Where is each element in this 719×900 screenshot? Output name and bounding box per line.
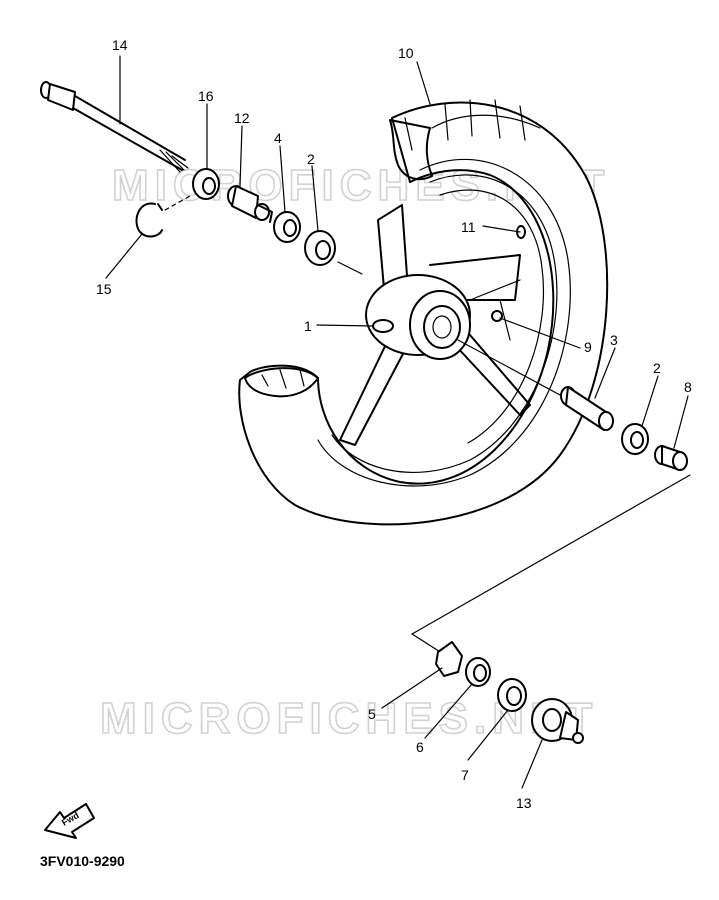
diagram-code: 3FV010-9290 [40, 853, 125, 869]
callout-2-right: 2 [653, 360, 661, 376]
callout-3: 3 [610, 332, 618, 348]
fwd-arrow-icon: Fwd [44, 803, 95, 839]
callout-12: 12 [234, 110, 250, 126]
part-speedo-gear-unit [531, 698, 584, 744]
callout-15: 15 [96, 281, 112, 297]
part-gear-clutch [435, 641, 463, 677]
part-collar [227, 185, 273, 223]
part-spacer [560, 386, 614, 431]
callout-5: 5 [368, 706, 376, 722]
callout-13: 13 [516, 795, 532, 811]
leader-lines [105, 55, 689, 789]
part-oil-seal [192, 168, 220, 200]
callout-9: 9 [584, 339, 592, 355]
callout-10: 10 [398, 45, 414, 61]
callout-7: 7 [461, 767, 469, 783]
callout-16: 16 [198, 88, 214, 104]
explode-line [410, 474, 691, 656]
part-speedo-seal [497, 678, 527, 712]
part-bearing-right [621, 423, 649, 455]
callout-4: 4 [274, 130, 282, 146]
callout-6: 6 [416, 739, 424, 755]
part-circlip [135, 202, 163, 238]
callout-2-left: 2 [307, 151, 315, 167]
callout-8: 8 [684, 379, 692, 395]
callout-11: 11 [461, 219, 476, 235]
part-bearing-left [304, 230, 336, 266]
part-axle [40, 81, 189, 173]
wheel-assembly [238, 99, 609, 526]
callout-14: 14 [112, 37, 128, 53]
part-washer [273, 211, 301, 243]
callout-1: 1 [304, 318, 312, 334]
part-retainer [465, 657, 491, 687]
part-collar-right [654, 445, 688, 471]
